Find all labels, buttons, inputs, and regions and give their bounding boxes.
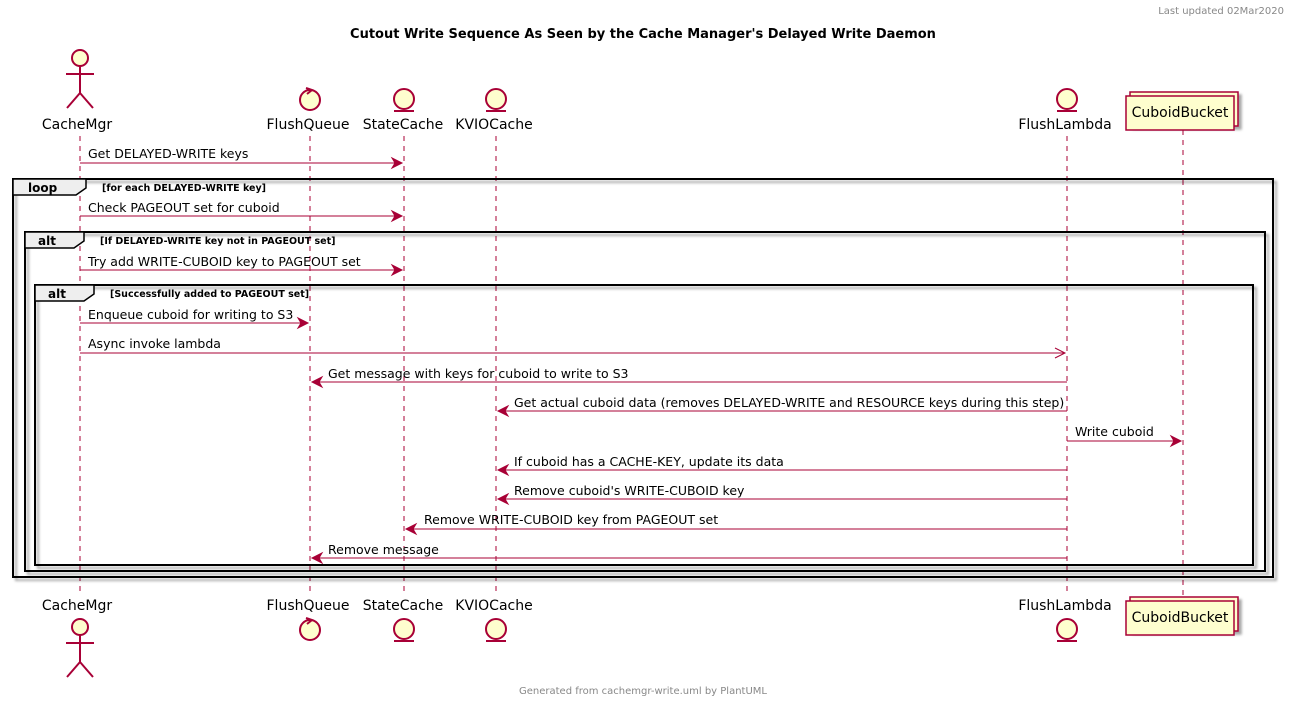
- participant-statecache-label: StateCache: [363, 117, 444, 133]
- message-4: Enqueue cuboid for writing to S3: [80, 307, 310, 330]
- message-12: Remove message: [310, 542, 1067, 565]
- fragment-loop-keyword: loop: [28, 181, 58, 195]
- participant-flushlambda-label-bottom: FlushLambda: [1018, 598, 1111, 614]
- diagram-title: Cutout Write Sequence As Seen by the Cac…: [350, 27, 936, 42]
- fragment-alt-inner-condition: [Successfully added to PAGEOUT set]: [110, 289, 309, 300]
- lifelines: [79, 130, 1184, 600]
- participant-cachemgr-label: CacheMgr: [42, 117, 113, 133]
- participant-flushqueue-label-bottom: FlushQueue: [267, 598, 350, 614]
- participant-cachemgr-label-bottom: CacheMgr: [42, 598, 113, 614]
- control-icon: [299, 87, 321, 111]
- message-2: Check PAGEOUT set for cuboid: [80, 200, 404, 223]
- message-9-label: If cuboid has a CACHE-KEY, update its da…: [514, 454, 784, 469]
- participant-cuboidbucket-label-bottom: CuboidBucket: [1132, 610, 1229, 626]
- participants-bottom: CacheMgr FlushQueue StateCache KVIOCache…: [42, 596, 1239, 678]
- message-3: Try add WRITE-CUBOID key to PAGEOUT set: [80, 254, 404, 277]
- entity-icon: [393, 618, 415, 642]
- message-6: Get message with keys for cuboid to writ…: [310, 366, 1067, 389]
- last-updated-text: Last updated 02Mar2020: [1158, 6, 1284, 17]
- entity-icon: [393, 88, 415, 112]
- message-3-label: Try add WRITE-CUBOID key to PAGEOUT set: [87, 254, 361, 269]
- message-5-async: Async invoke lambda: [80, 336, 1067, 359]
- message-12-label: Remove message: [328, 542, 439, 557]
- actor-icon: [66, 618, 94, 678]
- actor-icon: [66, 49, 94, 109]
- message-5-label: Async invoke lambda: [88, 336, 221, 351]
- entity-icon: [485, 618, 507, 642]
- participant-kviocache-label-bottom: KVIOCache: [455, 598, 532, 614]
- message-11: Remove WRITE-CUBOID key from PAGEOUT set: [404, 512, 1067, 536]
- message-8: Write cuboid: [1067, 424, 1183, 448]
- message-1: Get DELAYED-WRITE keys: [80, 146, 404, 170]
- fragment-alt-inner: alt [Successfully added to PAGEOUT set]: [34, 284, 1254, 566]
- message-4-label: Enqueue cuboid for writing to S3: [88, 307, 293, 322]
- message-8-label: Write cuboid: [1075, 424, 1154, 439]
- message-10-label: Remove cuboid's WRITE-CUBOID key: [514, 483, 745, 498]
- control-icon: [299, 617, 321, 641]
- participant-statecache-label-bottom: StateCache: [363, 598, 444, 614]
- message-11-label: Remove WRITE-CUBOID key from PAGEOUT set: [424, 512, 718, 527]
- message-7-label: Get actual cuboid data (removes DELAYED-…: [514, 395, 1064, 410]
- participant-flushlambda-label: FlushLambda: [1018, 117, 1111, 133]
- fragment-alt-outer: alt [If DELAYED-WRITE key not in PAGEOUT…: [24, 231, 1266, 572]
- fragment-alt-outer-condition: [If DELAYED-WRITE key not in PAGEOUT set…: [100, 236, 336, 247]
- participant-cuboidbucket-label: CuboidBucket: [1132, 105, 1229, 121]
- fragment-loop: loop [for each DELAYED-WRITE key]: [12, 178, 1274, 578]
- messages: Get DELAYED-WRITE keys Check PAGEOUT set…: [80, 146, 1183, 565]
- entity-icon: [485, 88, 507, 112]
- fragment-alt-inner-keyword: alt: [48, 287, 66, 301]
- fragment-loop-condition: [for each DELAYED-WRITE key]: [102, 183, 266, 194]
- entity-icon: [1056, 88, 1078, 112]
- collections-box-bottom: CuboidBucket: [1125, 596, 1239, 636]
- participants-top: CacheMgr FlushQueue StateCache KVIOCache…: [42, 49, 1239, 133]
- fragment-alt-outer-keyword: alt: [38, 234, 56, 248]
- participant-kviocache-label: KVIOCache: [455, 117, 532, 133]
- message-6-label: Get message with keys for cuboid to writ…: [328, 366, 629, 381]
- message-2-label: Check PAGEOUT set for cuboid: [88, 200, 280, 215]
- collections-box-top: CuboidBucket: [1125, 91, 1239, 131]
- footer-generated-text: Generated from cachemgr-write.uml by Pla…: [519, 686, 767, 697]
- entity-icon: [1056, 618, 1078, 642]
- participant-flushqueue-label: FlushQueue: [267, 117, 350, 133]
- message-9: If cuboid has a CACHE-KEY, update its da…: [496, 454, 1067, 477]
- message-1-label: Get DELAYED-WRITE keys: [88, 146, 248, 161]
- message-10: Remove cuboid's WRITE-CUBOID key: [496, 483, 1067, 506]
- message-7: Get actual cuboid data (removes DELAYED-…: [496, 395, 1067, 418]
